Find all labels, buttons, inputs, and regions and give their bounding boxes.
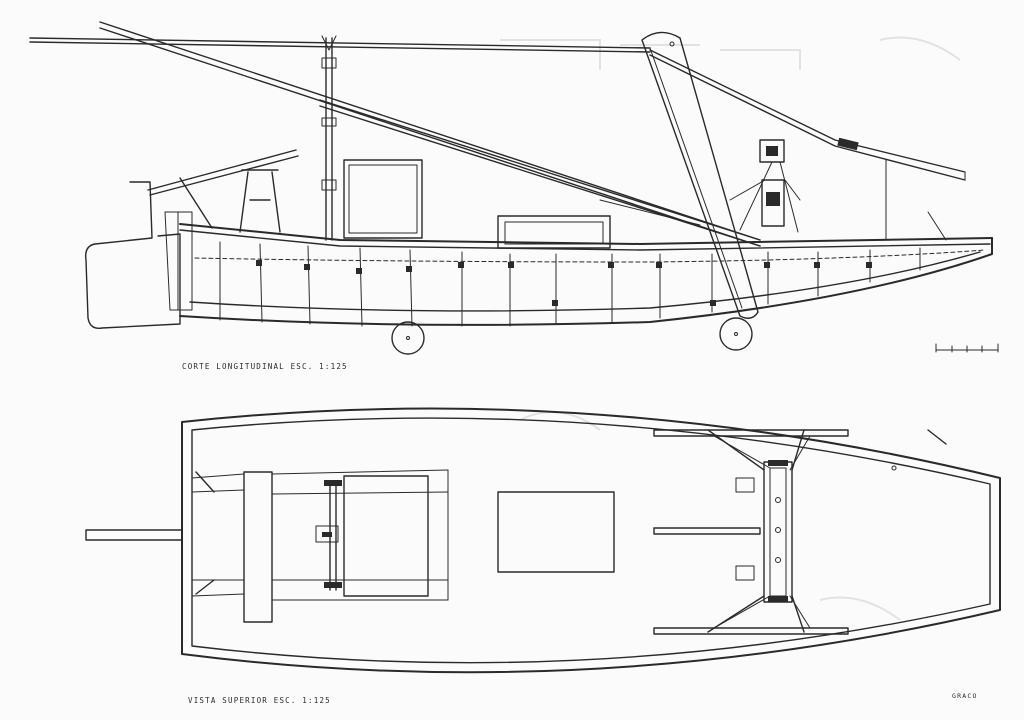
side-view [29, 21, 999, 355]
upper-spar [29, 37, 966, 181]
mast-fittings [321, 35, 337, 241]
mast-step-plan [315, 480, 342, 591]
raised-leeboard [641, 31, 759, 319]
tiller [147, 149, 299, 229]
bow-fittings [891, 429, 947, 471]
winch-assembly [729, 139, 947, 241]
stern-stool [239, 169, 281, 233]
top-view [85, 407, 1001, 674]
rudder [85, 181, 193, 329]
mid-hatch [497, 215, 611, 249]
side-wheels [391, 317, 753, 355]
tiller-plan [85, 529, 183, 541]
draftsman-signature: GRACO [952, 692, 978, 700]
aft-hatch [343, 475, 429, 597]
forward-frame-plan [653, 429, 849, 635]
hull-plan-outline [181, 407, 1001, 674]
top-view-caption: VISTA SUPERIOR ESC. 1:125 [188, 696, 331, 705]
scale-bar [935, 343, 999, 353]
cabin-hatch [343, 159, 423, 239]
side-view-caption: CORTE LONGITUDINAL ESC. 1:125 [182, 362, 348, 371]
aft-crossbeam [191, 469, 449, 623]
hull-frames [219, 241, 921, 327]
hull-profile [179, 223, 993, 326]
background-ghost-marks [500, 36, 961, 621]
mid-hatch-plan [497, 491, 615, 573]
lateen-yard [99, 21, 761, 247]
